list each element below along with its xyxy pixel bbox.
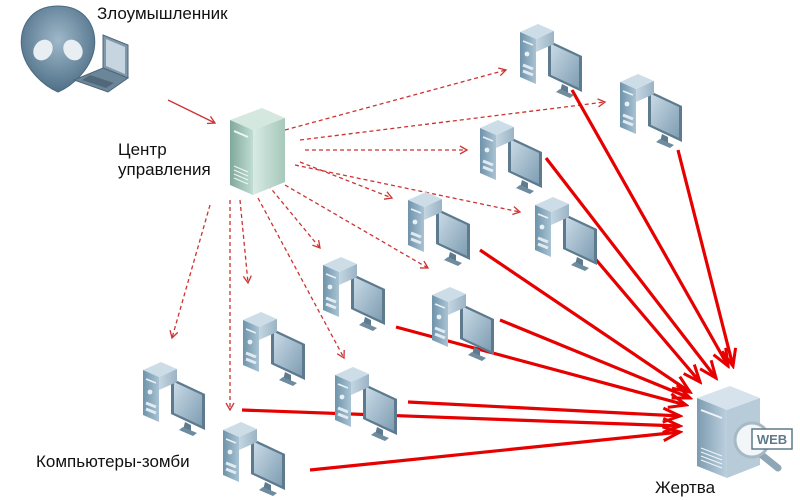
desktop-pc-icon — [408, 192, 470, 266]
desktop-pc-icon — [480, 120, 542, 194]
command-arrow — [267, 184, 321, 250]
attack-arrow — [309, 432, 680, 472]
desktop-pc-icon — [432, 287, 494, 361]
desktop-pc-icon — [143, 362, 205, 436]
attack-arrow — [241, 408, 680, 426]
attacker-to-cc-arrow — [167, 99, 217, 125]
web-badge-text: WEB — [757, 432, 787, 447]
command-arrow — [257, 197, 345, 360]
attack-arrow — [570, 89, 728, 366]
attack-arrow — [676, 149, 733, 366]
command-arrow — [284, 184, 430, 269]
command-arrows — [169, 67, 607, 412]
command-center-server-icon — [230, 108, 285, 195]
command-arrow — [284, 67, 508, 131]
desktop-pc-icon — [243, 312, 305, 386]
desktop-pc-icon — [520, 24, 582, 98]
web-badge — [751, 428, 793, 450]
victim-label: Жертва — [655, 478, 716, 497]
attacker-label: Злоумышленник — [97, 4, 228, 23]
attack-arrows — [241, 89, 733, 472]
desktop-pc-icon — [323, 257, 385, 331]
command-center-label: Центр управления — [118, 140, 211, 179]
alien-laptop-icon — [20, 5, 130, 93]
zombie-computers — [143, 24, 682, 496]
attack-arrow — [407, 400, 680, 416]
attack-arrow — [590, 253, 700, 382]
command-arrow — [299, 161, 394, 200]
desktop-pc-icon — [620, 74, 682, 148]
victim-web-server-icon: WEB — [697, 386, 793, 478]
attack-arrow — [499, 318, 690, 398]
desktop-pc-icon — [335, 367, 397, 441]
desktop-pc-icon — [535, 197, 597, 271]
desktop-pc-icon — [223, 422, 285, 496]
command-arrow — [294, 164, 522, 216]
command-arrow — [239, 199, 252, 285]
command-arrow — [169, 204, 211, 340]
zombie-computers-label: Компьютеры-зомби — [36, 452, 190, 471]
attack-arrow — [479, 248, 690, 392]
command-arrow — [299, 98, 607, 141]
attack-arrow — [544, 157, 716, 378]
